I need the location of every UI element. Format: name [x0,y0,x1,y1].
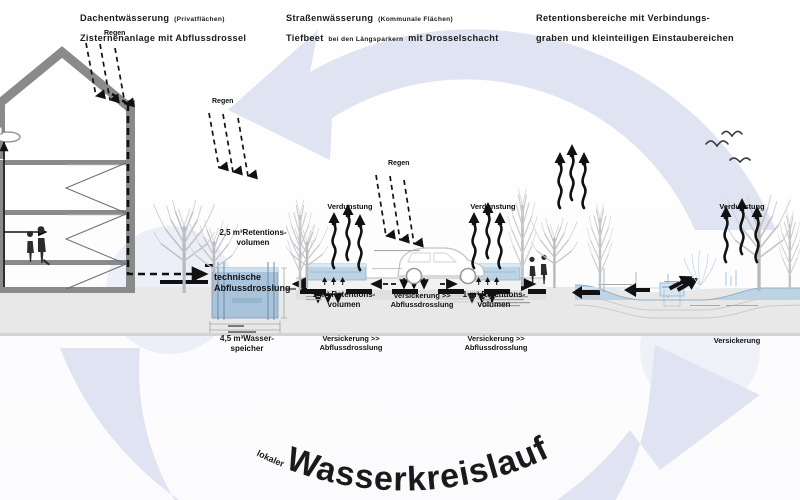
car-silhouette [397,247,485,285]
infiltration-2-line2: Abflussdrosslung [319,343,383,353]
infiltration-3-line2: Abflussdrosslung [464,343,528,353]
retention-volume-1-line1: 2,5 m³Retentions- [219,228,287,237]
rain-label-2: Regen [212,98,234,105]
infiltration-1-line1: Versickerung >> [393,291,451,300]
retention-volume-3-line2: volumen [477,299,511,309]
bottom-title-main: Wasserkreislauf [282,429,555,499]
reed-spray [683,249,717,287]
street-legend-block [440,295,530,307]
header-1-line2-main: Zisternenanlage mit Abflussdrossel [80,33,247,43]
infiltration-1-line2: Abflussdrosslung [390,300,454,310]
header-3-line1-main: Retentionsbereiche mit Verbindungs- [536,13,711,23]
header-1-line1-main: Dachentwässerung [80,13,170,23]
retention-volume-2-line2: volumen [327,299,361,309]
birds [705,130,751,164]
header-street-drainage: Straßenwässerung (Kommunale Flächen) Tie… [286,7,499,47]
evaporation-label-1: Verdunstung [327,202,373,211]
rain-arrows [85,42,424,248]
header-3-line2-main: graben und kleinteiligen Einstaubereiche… [536,33,734,43]
header-1-line1-paren: (Privatflächen) [174,16,225,23]
cycle-arrow-bottom [60,345,760,500]
retention-volume-2-line1: 1 m³ Retentions- [312,290,376,299]
cistern-throttle-line2: Abflussdrosslung [214,282,291,293]
infiltration-3-line1: Versickerung >> [467,334,525,343]
header-roof-drainage: Dachentwässerung (Privatflächen) Zistern… [80,7,246,47]
infiltration-label-2: Versickerung >> Abflussdrosslung [305,334,397,352]
evaporation-label-2: Verdunstung [470,202,516,211]
bottom-title-prefix: lokaler [255,448,286,469]
infiltration-label-3: Versickerung >> Abflussdrosslung [450,334,542,352]
people-silhouettes [27,226,50,266]
rain-label-1: Regen [104,30,126,37]
retention-volume-label-1: 2,5 m³Retentions- volumen [208,228,298,248]
header-2-line2-mid: bei den Längsparkern [328,36,404,43]
cistern-throttle-line1: technische [214,272,262,282]
retention-volume-label-2: 1 m³ Retentions- volumen [300,290,388,310]
seepage-label: Versickerung [713,336,761,345]
cistern-throttle-label: technische Abflussdrosslung [214,272,324,294]
header-2-line1-paren: (Kommunale Flächen) [378,16,454,23]
cistern-capacity-line2: speicher [230,343,264,353]
retention-volume-3-line1: 1 m³ Retentions- [462,290,526,299]
header-retention-areas: Retentionsbereiche mit Verbindungs- grab… [536,7,734,47]
evaporation-label-3: Verdunstung [719,202,765,211]
pond-flow-arrows [572,275,699,299]
header-2-line2-tail: mit Drosselschacht [408,33,499,43]
header-2-line2-main: Tiefbeet [286,33,324,43]
rain-label-3: Regen [388,160,410,167]
retention-volume-label-3: 1 m³ Retentions- volumen [450,290,538,310]
cistern-capacity-label: 4,5 m³Wasser- speicher [200,334,294,354]
pedestrian-figures [529,254,548,284]
cistern-capacity-line1: 4,5 m³Wasser- [220,334,274,343]
trough-left [305,263,367,304]
retention-volume-1-line2: volumen [236,237,270,247]
header-2-line1-main: Straßenwässerung [286,13,374,23]
retention-pond [529,249,800,319]
infiltration-label-1: Versickerung >> Abflussdrosslung [376,291,468,309]
cycle-arrow-top [228,29,776,230]
infiltration-2-line1: Versickerung >> [322,334,380,343]
